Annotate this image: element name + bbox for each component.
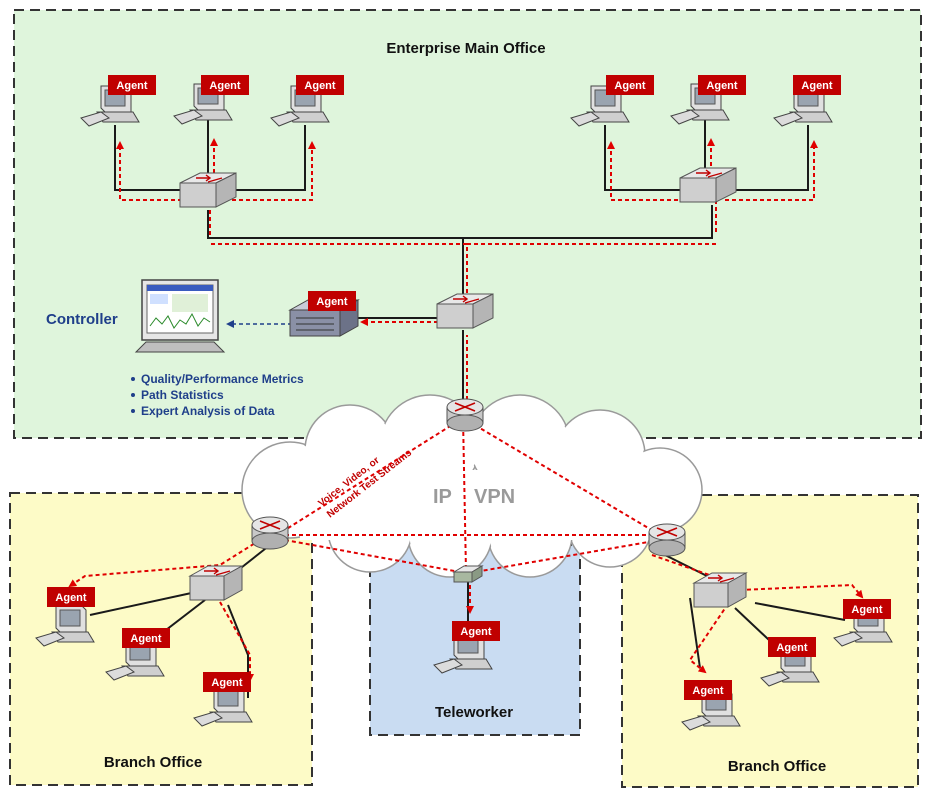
ip-label: IP — [433, 486, 452, 508]
svg-text:Agent: Agent — [801, 80, 833, 92]
svg-text:Agent: Agent — [776, 642, 808, 654]
workstation-icon — [35, 605, 95, 647]
switch-icon — [436, 293, 494, 329]
svg-text:Agent: Agent — [614, 80, 646, 92]
ip-vpn-cloud — [241, 394, 703, 578]
metrics-list: Quality/Performance Metrics Path Statist… — [131, 372, 304, 418]
agent-badge: Agent — [122, 628, 170, 648]
agent-badge: Agent — [606, 75, 654, 95]
agent-badge: Agent — [698, 75, 746, 95]
workstation-icon — [570, 85, 630, 127]
test-stream-paths — [68, 138, 864, 682]
agent-badge: Agent — [201, 75, 249, 95]
svg-text:Agent: Agent — [706, 80, 738, 92]
svg-text:Agent: Agent — [130, 633, 162, 645]
switch-icon — [692, 572, 748, 608]
agent-badge: Agent — [452, 621, 500, 641]
agent-badge: Agent — [203, 672, 251, 692]
agent-badge: Agent — [108, 75, 156, 95]
monitor-icon — [134, 279, 226, 353]
metric-item: Quality/Performance Metrics — [141, 372, 304, 386]
router-icon — [251, 516, 289, 550]
agent-badge: Agent — [308, 291, 356, 311]
agent-badge: Agent — [793, 75, 841, 95]
vpn-gateway-icon — [452, 565, 484, 583]
workstation-icon — [193, 685, 253, 727]
svg-text:Agent: Agent — [116, 80, 148, 92]
svg-text:Agent: Agent — [55, 592, 87, 604]
agent-badge: Agent — [296, 75, 344, 95]
svg-text:Agent: Agent — [209, 80, 241, 92]
metric-item: Path Statistics — [141, 388, 224, 402]
router-icon — [648, 523, 686, 557]
switch-icon — [188, 565, 244, 601]
svg-text:Agent: Agent — [460, 626, 492, 638]
vpn-label: VPN — [474, 486, 515, 508]
agent-badge: Agent — [47, 587, 95, 607]
branch-office-left-title: Branch Office — [104, 754, 202, 771]
main-office-title: Enterprise Main Office — [386, 40, 545, 57]
branch-office-right-title: Branch Office — [728, 758, 826, 775]
agent-badge: Agent — [843, 599, 891, 619]
svg-text:Agent: Agent — [851, 604, 883, 616]
agent-badge: Agent — [768, 637, 816, 657]
svg-text:Agent: Agent — [304, 80, 336, 92]
metric-item: Expert Analysis of Data — [141, 404, 275, 418]
svg-text:Agent: Agent — [211, 677, 243, 689]
svg-text:Agent: Agent — [692, 685, 724, 697]
agent-badge: Agent — [684, 680, 732, 700]
controller-label: Controller — [46, 311, 118, 328]
router-icon — [446, 398, 484, 432]
switch-icon — [679, 167, 737, 203]
teleworker-title: Teleworker — [435, 704, 513, 721]
main-office-region — [13, 9, 922, 439]
svg-text:Agent: Agent — [316, 296, 348, 308]
switch-icon — [179, 172, 237, 208]
